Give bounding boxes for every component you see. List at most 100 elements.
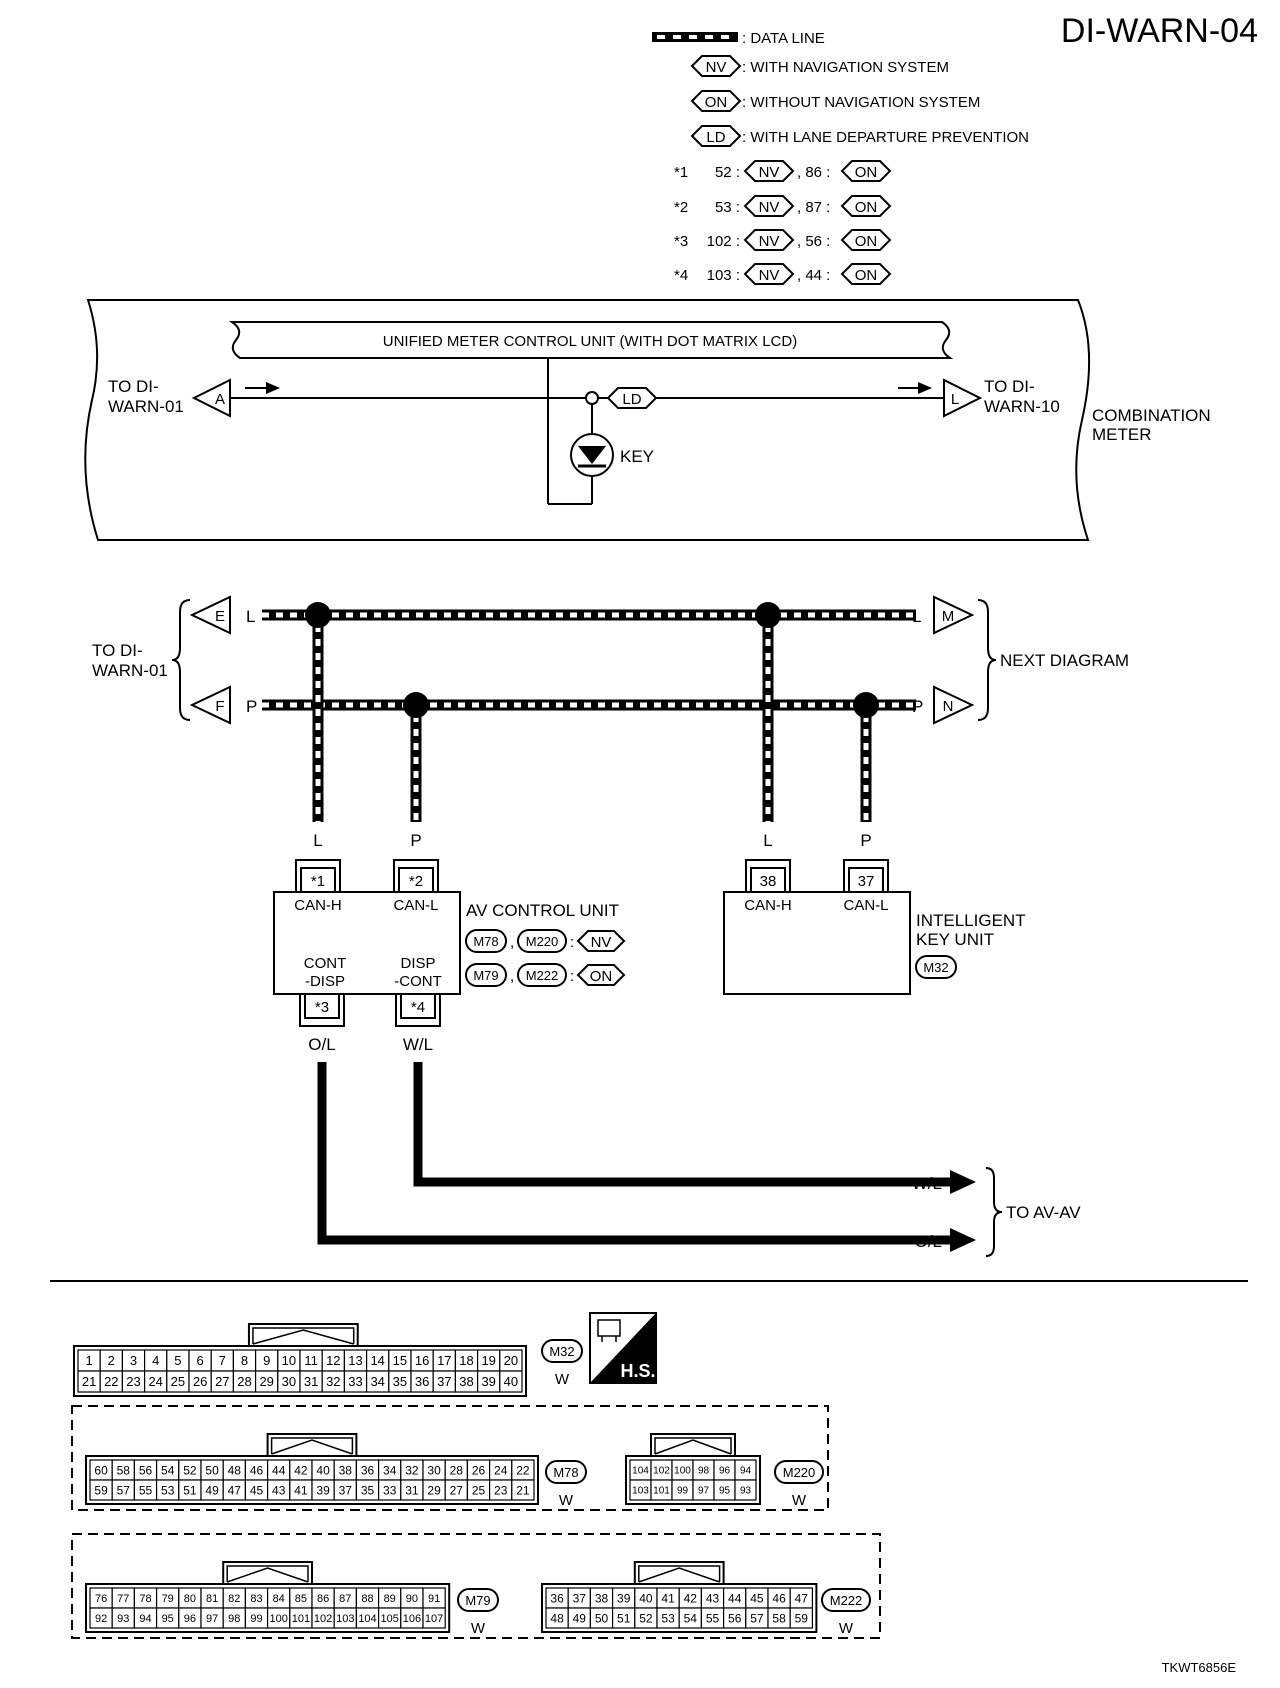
signal-arrow-left: [245, 382, 280, 394]
terminal-number: 54: [161, 1463, 175, 1477]
av-pin-1-socket: *1: [295, 859, 341, 893]
av-can-l-label: CAN-L: [393, 897, 438, 914]
legend-on-tag: ON: [690, 90, 742, 112]
svg-text:ON: ON: [855, 267, 878, 284]
terminal-number: 51: [183, 1483, 197, 1497]
terminal-number: 57: [117, 1483, 131, 1497]
terminal-number: 13: [348, 1353, 362, 1368]
terminal-cell: [734, 1479, 757, 1501]
terminal-number: 56: [728, 1611, 742, 1625]
key-unit-connector-tag: M32: [915, 955, 957, 979]
terminal-number: 91: [428, 1593, 440, 1605]
terminal-number: 53: [161, 1483, 175, 1497]
terminal-number: 97: [206, 1613, 218, 1625]
svg-text:37: 37: [858, 873, 875, 890]
connector-id-tag: [821, 1588, 871, 1612]
svg-text:38: 38: [760, 873, 777, 890]
terminal-number: 54: [684, 1611, 698, 1625]
svg-text:*1: *1: [674, 164, 688, 181]
connector-color: W: [839, 1620, 854, 1637]
terminal-number: 21: [516, 1483, 530, 1497]
signal-arrow-right: [898, 382, 932, 394]
unified-meter-title: UNIFIED METER CONTROL UNIT (WITH DOT MAT…: [383, 333, 797, 350]
connector-id: M32: [549, 1344, 574, 1359]
svg-text:M78: M78: [473, 934, 498, 949]
terminal-number: 94: [139, 1613, 151, 1625]
wire-wl: [413, 1062, 954, 1187]
svg-text:52 :: 52 :: [715, 164, 740, 181]
connector-id: M222: [830, 1593, 863, 1608]
svg-text:*1: *1: [311, 873, 325, 890]
terminal-cell: [499, 1370, 523, 1393]
svg-text:M32: M32: [923, 960, 948, 975]
terminal-number: 99: [250, 1613, 262, 1625]
legend-ld-text: : WITH LANE DEPARTURE PREVENTION: [742, 129, 1029, 146]
terminal-number: 60: [94, 1463, 108, 1477]
terminal-number: 82: [228, 1593, 240, 1605]
svg-text:M79: M79: [473, 968, 498, 983]
av-control-unit-label: AV CONTROL UNIT: [466, 901, 619, 920]
terminal-number: 32: [326, 1374, 340, 1389]
terminal-number: 96: [184, 1613, 196, 1625]
av-out-brace: [985, 1167, 1003, 1257]
terminal-number: 28: [237, 1374, 251, 1389]
terminal-number: 49: [205, 1483, 219, 1497]
key-can-l-label: CAN-L: [843, 897, 888, 914]
terminal-number: 12: [326, 1353, 340, 1368]
combination-meter: UNIFIED METER CONTROL UNIT (WITH DOT MAT…: [84, 299, 1091, 541]
terminal-number: 102: [653, 1466, 670, 1477]
legend-nv-text: : WITH NAVIGATION SYSTEM: [742, 59, 949, 76]
terminal-number: 56: [139, 1463, 153, 1477]
terminal-number: 99: [677, 1486, 689, 1497]
connector-id-tag: [457, 1588, 499, 1612]
terminal-number: 103: [632, 1486, 649, 1497]
terminal-number: 15: [393, 1353, 407, 1368]
meter-to-left-label-1: TO DI-: [108, 377, 159, 396]
meter-housing: [84, 299, 1091, 541]
svg-text:,: ,: [510, 934, 514, 951]
svg-text:NV: NV: [759, 199, 780, 216]
wire-l-label: L: [912, 607, 921, 626]
terminal-number: 44: [728, 1591, 742, 1605]
terminal-number: 40: [504, 1374, 518, 1389]
terminal-number: 86: [317, 1593, 329, 1605]
terminal-number: 102: [314, 1613, 332, 1625]
av-connector-on-row: M79 , M222 : ON: [465, 963, 626, 987]
terminal-number: 26: [472, 1463, 486, 1477]
av-cont-disp-label-2: -DISP: [305, 973, 345, 990]
av-control-unit: *1 *2 CAN-H CAN-L CONT -DISP DISP -CONT …: [273, 859, 461, 1027]
wire-ol: [317, 1062, 954, 1245]
svg-text:*2: *2: [409, 873, 423, 890]
terminal-number: 40: [639, 1591, 653, 1605]
terminal-number: 30: [427, 1463, 441, 1477]
terminal-number: 78: [139, 1593, 151, 1605]
av-pin-4-socket: *4: [395, 993, 441, 1027]
unified-meter-control-unit: UNIFIED METER CONTROL UNIT (WITH DOT MAT…: [228, 321, 954, 359]
terminal-number: 46: [250, 1463, 264, 1477]
can-bus: E L F P TO DI- WARN-01 L M P N NEXT DIAG…: [92, 595, 1129, 850]
terminal-number: 89: [384, 1593, 396, 1605]
connector-id: M78: [553, 1465, 578, 1480]
connector-a-tag: A: [191, 378, 231, 418]
av-unit-box: [273, 891, 461, 995]
terminal-number: 36: [550, 1591, 564, 1605]
terminal-number: 36: [415, 1374, 429, 1389]
terminal-number: 105: [381, 1613, 399, 1625]
wire-p-label: P: [860, 831, 871, 850]
terminal-number: 27: [450, 1483, 464, 1497]
svg-text::: :: [570, 968, 574, 985]
terminal-number: 42: [684, 1591, 698, 1605]
terminal-number: 95: [719, 1486, 731, 1497]
svg-text:N: N: [943, 698, 954, 715]
terminal-number: 101: [653, 1486, 670, 1497]
terminal-number: 93: [740, 1486, 752, 1497]
meter-to-right-label-1: TO DI-: [984, 377, 1035, 396]
terminal-number: 3: [130, 1353, 137, 1368]
legend-data-line-text: : DATA LINE: [742, 30, 825, 47]
diagram-title: DI-WARN-04: [1061, 12, 1258, 50]
legend: : DATA LINE NV : WITH NAVIGATION SYSTEM …: [652, 30, 1029, 285]
connector-color: W: [471, 1620, 486, 1637]
wire-l-label: L: [246, 607, 255, 626]
svg-text:*4: *4: [674, 267, 688, 284]
